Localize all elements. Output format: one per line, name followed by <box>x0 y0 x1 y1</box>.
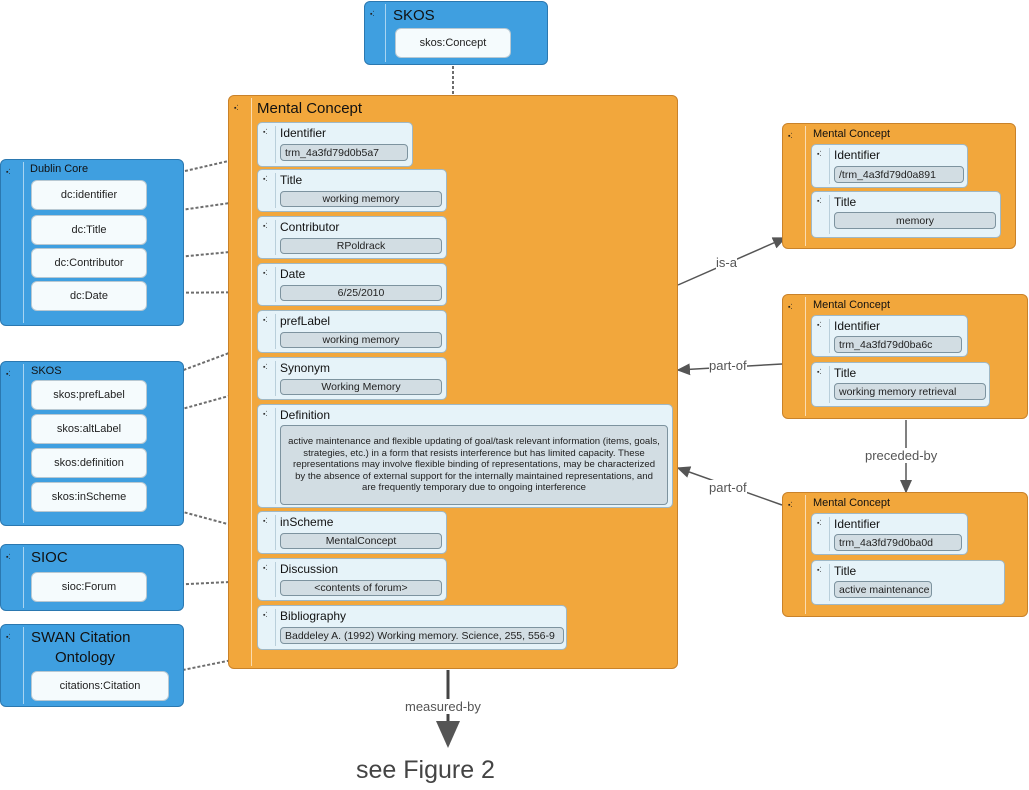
mental-concept-maintenance-title: Mental Concept <box>813 497 891 509</box>
retrieval-identifier-value[interactable]: trm_4a3fd79d0ba6c <box>834 336 962 353</box>
preflabel-label: prefLabel <box>280 314 331 328</box>
date-value[interactable]: 6/25/2010 <box>280 285 442 301</box>
inscheme-card[interactable]: inScheme MentalConcept <box>257 511 447 554</box>
bibliography-label: Bibliography <box>280 609 347 623</box>
discussion-label: Discussion <box>280 562 339 576</box>
dc-title-item[interactable]: dc:Title <box>31 215 147 245</box>
dc-date-item[interactable]: dc:Date <box>31 281 147 311</box>
definition-value[interactable]: active maintenance and flexible updating… <box>280 425 668 505</box>
skos-preflabel-item[interactable]: skos:prefLabel <box>31 380 147 410</box>
mental-concept-retrieval-title: Mental Concept <box>813 299 891 311</box>
edge-label-part-of-2: part-of <box>709 480 747 495</box>
title-value[interactable]: working memory <box>280 191 442 207</box>
edge-label-is-a: is-a <box>716 255 737 270</box>
identifier-value[interactable]: trm_4a3fd79d0b5a7 <box>280 144 408 161</box>
bibliography-value[interactable]: Baddeley A. (1992) Working memory. Scien… <box>280 627 564 644</box>
grip-icon[interactable] <box>234 105 243 113</box>
retrieval-title-value[interactable]: working memory retrieval <box>834 383 986 400</box>
memory-identifier-card[interactable]: Identifier /trm_4a3fd79d0a891 <box>811 144 968 188</box>
swan-title-line1: SWAN Citation <box>31 629 131 646</box>
memory-title-value[interactable]: memory <box>834 212 996 229</box>
definition-label: Definition <box>280 408 331 422</box>
preflabel-card[interactable]: prefLabel working memory <box>257 310 447 353</box>
skos-inscheme-item[interactable]: skos:inScheme <box>31 482 147 512</box>
memory-identifier-value[interactable]: /trm_4a3fd79d0a891 <box>834 166 964 183</box>
skos-definition-item[interactable]: skos:definition <box>31 448 147 478</box>
retrieval-identifier-card[interactable]: Identifier trm_4a3fd79d0ba6c <box>811 315 968 357</box>
skos-top-title: SKOS <box>393 7 435 24</box>
maintenance-identifier-value[interactable]: trm_4a3fd79d0ba0d <box>834 534 962 551</box>
contributor-label: Contributor <box>280 220 340 234</box>
grip-icon[interactable] <box>788 304 797 312</box>
dc-identifier-item[interactable]: dc:identifier <box>31 180 147 210</box>
retrieval-identifier-label: Identifier <box>834 319 881 333</box>
grip-icon[interactable] <box>6 169 15 177</box>
edge-label-part-of-1: part-of <box>709 358 747 373</box>
synonym-label: Synonym <box>280 361 331 375</box>
skos-left-box[interactable]: SKOS skos:prefLabel skos:altLabel skos:d… <box>0 361 184 526</box>
contributor-card[interactable]: Contributor RPoldrack <box>257 216 447 259</box>
maintenance-identifier-card[interactable]: Identifier trm_4a3fd79d0ba0d <box>811 513 968 555</box>
identifier-label: Identifier <box>280 126 327 140</box>
mental-concept-retrieval-box[interactable]: Mental Concept Identifier trm_4a3fd79d0b… <box>782 294 1028 419</box>
sioc-forum-item[interactable]: sioc:Forum <box>31 572 147 602</box>
contributor-value[interactable]: RPoldrack <box>280 238 442 254</box>
inscheme-label: inScheme <box>280 515 334 529</box>
swan-title-line2: Ontology <box>55 649 116 666</box>
see-figure-2-note: see Figure 2 <box>356 756 495 784</box>
skos-top-box[interactable]: SKOS skos:Concept <box>364 1 548 65</box>
preflabel-value[interactable]: working memory <box>280 332 442 348</box>
memory-title-card[interactable]: Title memory <box>811 191 1001 238</box>
synonym-value[interactable]: Working Memory <box>280 379 442 395</box>
date-label: Date <box>280 267 306 281</box>
dc-contributor-item[interactable]: dc:Contributor <box>31 248 147 278</box>
discussion-value[interactable]: <contents of forum> <box>280 580 442 596</box>
main-mental-concept-box[interactable]: Mental Concept Identifier trm_4a3fd79d0b… <box>228 95 678 669</box>
sioc-title: SIOC <box>31 549 68 566</box>
retrieval-title-label: Title <box>834 366 857 380</box>
bibliography-card[interactable]: Bibliography Baddeley A. (1992) Working … <box>257 605 567 650</box>
edge-label-measured-by: measured-by <box>405 699 481 714</box>
memory-identifier-label: Identifier <box>834 148 881 162</box>
definition-card[interactable]: Definition active maintenance and flexib… <box>257 404 673 508</box>
grip-icon[interactable] <box>6 371 15 379</box>
dublin-core-box[interactable]: Dublin Core dc:identifier dc:Title dc:Co… <box>0 159 184 326</box>
dublin-core-title: Dublin Core <box>30 163 89 175</box>
grip-icon[interactable] <box>6 554 15 562</box>
mental-concept-maintenance-box[interactable]: Mental Concept Identifier trm_4a3fd79d0b… <box>782 492 1028 617</box>
inscheme-value[interactable]: MentalConcept <box>280 533 442 549</box>
skos-left-title: SKOS <box>31 365 62 377</box>
identifier-card[interactable]: Identifier trm_4a3fd79d0b5a7 <box>257 122 413 167</box>
maintenance-title-card[interactable]: Title active maintenance <box>811 560 1005 605</box>
grip-icon[interactable] <box>788 133 797 141</box>
date-card[interactable]: Date 6/25/2010 <box>257 263 447 306</box>
edge-label-preceded-by: preceded-by <box>865 448 938 463</box>
grip-icon[interactable] <box>788 502 797 510</box>
main-title: Mental Concept <box>257 100 363 117</box>
maintenance-identifier-label: Identifier <box>834 517 881 531</box>
title-label: Title <box>280 173 303 187</box>
memory-title-label: Title <box>834 195 857 209</box>
citations-citation-item[interactable]: citations:Citation <box>31 671 169 701</box>
skos-concept-item[interactable]: skos:Concept <box>395 28 511 58</box>
title-card[interactable]: Title working memory <box>257 169 447 212</box>
maintenance-title-value[interactable]: active maintenance <box>834 581 932 598</box>
discussion-card[interactable]: Discussion <contents of forum> <box>257 558 447 601</box>
synonym-card[interactable]: Synonym Working Memory <box>257 357 447 400</box>
retrieval-title-card[interactable]: Title working memory retrieval <box>811 362 990 407</box>
grip-icon[interactable] <box>6 634 15 642</box>
mental-concept-memory-title: Mental Concept <box>813 128 891 140</box>
grip-icon[interactable] <box>370 11 379 19</box>
sioc-box[interactable]: SIOC sioc:Forum <box>0 544 184 611</box>
swan-citation-box[interactable]: SWAN Citation Ontology citations:Citatio… <box>0 624 184 707</box>
maintenance-title-label: Title <box>834 564 857 578</box>
mental-concept-memory-box[interactable]: Mental Concept Identifier /trm_4a3fd79d0… <box>782 123 1016 249</box>
skos-altlabel-item[interactable]: skos:altLabel <box>31 414 147 444</box>
